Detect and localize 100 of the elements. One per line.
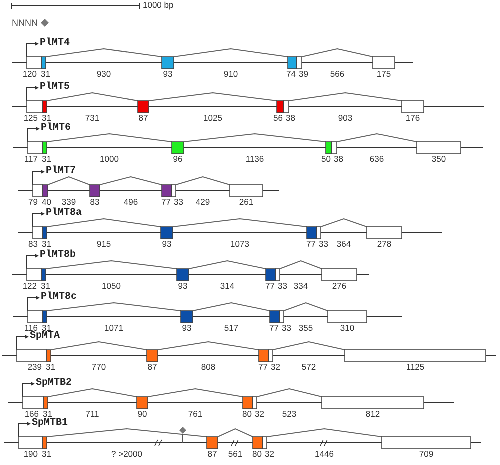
gene-name: PlMT8b — [40, 250, 76, 261]
length-label: 314 — [220, 282, 235, 291]
length-label: 334 — [294, 282, 308, 291]
length-label: 38 — [334, 155, 344, 164]
length-label: 903 — [338, 114, 353, 123]
length-label: 33 — [278, 282, 288, 291]
gene-name: PlMT8c — [41, 292, 78, 303]
gene-name: PlMT4 — [40, 38, 70, 49]
length-label: 90 — [138, 410, 148, 419]
gene-name: SpMTB2 — [36, 378, 72, 389]
length-label: 31 — [42, 450, 52, 459]
length-label: 87 — [208, 450, 218, 459]
length-label: 731 — [85, 114, 100, 123]
length-label: 310 — [340, 324, 355, 333]
length-label: 79 — [28, 198, 38, 207]
length-label: ? >2000 — [112, 450, 142, 459]
length-label: 38 — [286, 114, 296, 123]
length-label: 339 — [62, 198, 76, 207]
length-label: 117 — [24, 155, 38, 164]
length-label: 31 — [42, 155, 52, 164]
length-label: 364 — [336, 240, 352, 249]
length-label: 77 — [258, 363, 268, 372]
length-label: 31 — [41, 282, 50, 291]
length-label: 77 — [306, 240, 316, 249]
length-label: 429 — [196, 198, 210, 207]
length-label: 1050 — [102, 282, 121, 291]
length-label: 566 — [330, 70, 345, 79]
length-label: 32 — [255, 410, 264, 419]
length-label: 278 — [377, 240, 392, 249]
length-label: 74 — [286, 70, 296, 79]
length-label: 87 — [138, 114, 148, 123]
length-label: 355 — [298, 324, 314, 333]
length-label: 120 — [22, 70, 37, 79]
scale-bar-label: 1000 bp — [143, 1, 174, 10]
length-label: 33 — [282, 324, 292, 333]
length-label: 915 — [96, 240, 112, 249]
length-label: 812 — [366, 410, 380, 419]
length-label: 77 — [270, 324, 279, 333]
length-label: 496 — [124, 198, 138, 207]
length-label: 1000 — [100, 155, 119, 164]
length-label: 39 — [299, 70, 308, 79]
length-label: 175 — [376, 70, 392, 79]
length-label: 93 — [178, 282, 188, 291]
length-label: 83 — [28, 240, 38, 249]
length-label: 33 — [319, 240, 328, 249]
length-label: 31 — [42, 114, 52, 123]
length-label: 636 — [370, 155, 384, 164]
length-label: 709 — [419, 450, 434, 459]
length-label: 77 — [162, 198, 171, 207]
length-label: 31 — [43, 410, 52, 419]
gene-name: SpMTA — [30, 331, 60, 342]
length-label: 930 — [96, 70, 112, 79]
length-label: 176 — [406, 114, 420, 123]
length-label: 31 — [41, 70, 50, 79]
length-label: 80 — [252, 450, 262, 459]
length-label: 261 — [239, 198, 254, 207]
length-label: 276 — [332, 282, 347, 291]
length-label: 56 — [274, 114, 283, 123]
length-label: 83 — [90, 198, 100, 207]
length-label: 711 — [86, 410, 100, 419]
length-label: 910 — [224, 70, 238, 79]
length-label: 1073 — [230, 240, 250, 249]
length-label: 572 — [302, 363, 316, 372]
length-label: 1446 — [315, 450, 334, 459]
length-label: 770 — [92, 363, 106, 372]
length-label: 116 — [24, 324, 38, 333]
length-label: 80 — [242, 410, 252, 419]
length-label: 1071 — [104, 324, 124, 333]
gene-name: PlMT5 — [40, 82, 70, 93]
length-label: 33 — [174, 198, 184, 207]
length-label: 239 — [28, 363, 42, 372]
length-label: 190 — [24, 450, 38, 459]
length-label: 166 — [24, 410, 39, 419]
gene-name: PlMT7 — [46, 166, 76, 177]
length-label: 1125 — [406, 363, 425, 372]
length-label: 40 — [42, 198, 52, 207]
length-label: 93 — [163, 70, 173, 79]
length-label: 93 — [182, 324, 192, 333]
length-label: 523 — [282, 410, 297, 419]
length-label: 517 — [224, 324, 239, 333]
length-label: 350 — [432, 155, 446, 164]
length-label: 122 — [22, 282, 37, 291]
length-label: 32 — [271, 363, 280, 372]
length-label: 31 — [42, 240, 52, 249]
legend-text: NNNN — [12, 18, 38, 28]
gene-name: PlMT8a — [46, 208, 82, 219]
length-label: 125 — [24, 114, 38, 123]
length-label: 96 — [173, 155, 183, 164]
length-label: 31 — [46, 363, 56, 372]
length-label: 93 — [162, 240, 172, 249]
length-label: 1025 — [204, 114, 222, 123]
length-label: 561 — [228, 450, 243, 459]
length-label: 32 — [265, 450, 274, 459]
length-label: 77 — [266, 282, 275, 291]
length-label: 50 — [322, 155, 331, 164]
length-label: 87 — [148, 363, 158, 372]
gene-name: PlMT6 — [41, 123, 72, 134]
length-label: 1136 — [246, 155, 264, 164]
length-label: 761 — [188, 410, 203, 419]
gene-name: SpMTB1 — [32, 418, 68, 429]
